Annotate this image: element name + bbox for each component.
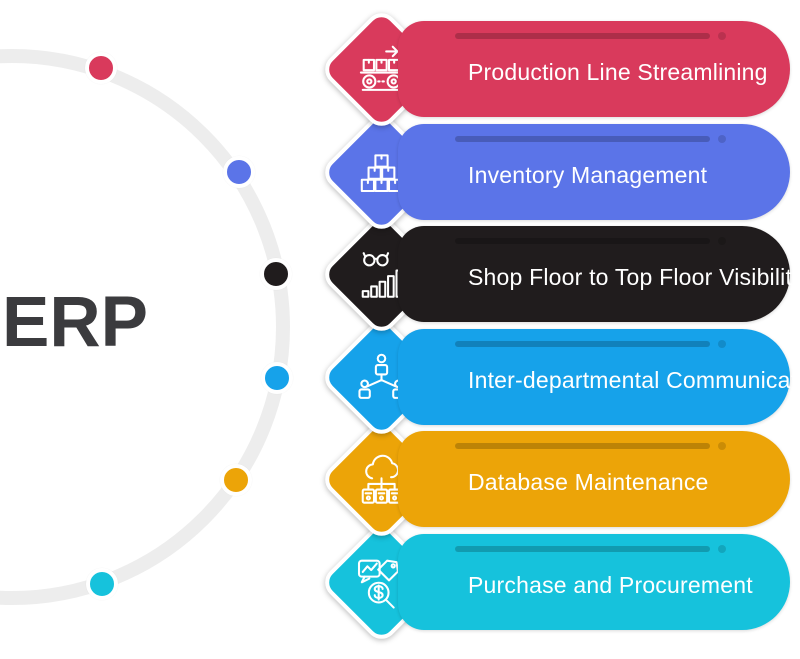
inventory-boxes-icon [352, 143, 412, 203]
bar-stripe-dot [718, 135, 726, 143]
bar-stripe-dot [718, 545, 726, 553]
bar-stripe-dot [718, 340, 726, 348]
feature-bar: Production Line Streamlining [398, 21, 790, 117]
database-maintenance-icon [352, 450, 412, 510]
bar-stripe [455, 136, 710, 142]
feature-diamond [318, 109, 445, 236]
feature-bar: Purchase and Procurement [398, 534, 790, 630]
arc-dot-communication [261, 362, 293, 394]
feature-diamond [318, 6, 445, 133]
bar-stripe-dot [718, 237, 726, 245]
production-line-icon [352, 40, 412, 100]
feature-row-production: Production Line Streamlining [0, 6, 800, 133]
bar-stripe-dot [718, 32, 726, 40]
feature-label: Production Line Streamlining [468, 59, 768, 85]
feature-row-communication: Inter-departmental Communication [0, 314, 800, 441]
feature-diamond [318, 519, 445, 646]
page-title: ERP [2, 283, 148, 362]
bar-stripe [455, 443, 710, 449]
feature-row-procurement: Purchase and Procurement [0, 519, 800, 646]
arc-dot-visibility [260, 258, 292, 290]
purchase-procurement-icon [352, 553, 412, 613]
arc-dot-inventory [223, 156, 255, 188]
bar-stripe [455, 546, 710, 552]
feature-row-visibility: Shop Floor to Top Floor Visibility [0, 211, 800, 338]
arc-dot-production [85, 52, 117, 84]
feature-label: Inventory Management [468, 162, 708, 188]
feature-bar: Database Maintenance [398, 431, 790, 527]
feature-bar: Inter-departmental Communication [398, 329, 800, 425]
feature-bar: Shop Floor to Top Floor Visibility [398, 226, 800, 322]
bar-stripe-dot [718, 442, 726, 450]
feature-label: Inter-departmental Communication [468, 367, 800, 393]
feature-label: Purchase and Procurement [468, 572, 753, 598]
arc-dot-procurement [86, 568, 118, 600]
feature-row-database: Database Maintenance [0, 416, 800, 543]
bar-stripe [455, 33, 710, 39]
feature-bar: Inventory Management [398, 124, 790, 220]
bar-stripe [455, 238, 710, 244]
feature-label: Shop Floor to Top Floor Visibility [468, 264, 800, 290]
bar-stripe [455, 341, 710, 347]
feature-diamond [318, 416, 445, 543]
arc-dot-database [220, 464, 252, 496]
feature-label: Database Maintenance [468, 469, 709, 495]
feature-row-inventory: Inventory Management [0, 109, 800, 236]
